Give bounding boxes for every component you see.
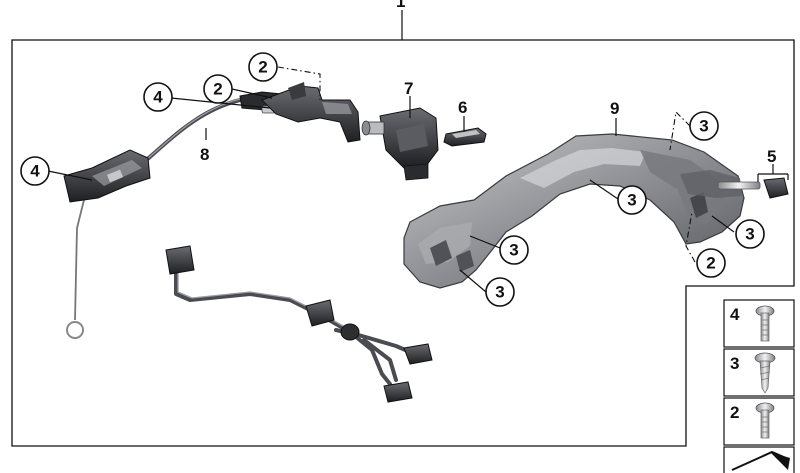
- callout-2: 2: [203, 74, 233, 104]
- svg-text:2: 2: [258, 58, 267, 77]
- svg-text:4: 4: [153, 88, 163, 107]
- arrow-icon: [731, 450, 790, 471]
- label-5: 5: [767, 147, 776, 166]
- cable-assembly: [63, 91, 301, 339]
- pin-and-clip: [717, 177, 789, 199]
- legend-number: 4: [730, 305, 740, 324]
- svg-text:3: 3: [699, 117, 708, 136]
- mounting-bracket: [403, 133, 745, 289]
- callout-2: 2: [248, 52, 278, 82]
- label-8: 8: [200, 145, 209, 164]
- svg-text:3: 3: [495, 283, 504, 302]
- label-6: 6: [458, 98, 467, 117]
- svg-text:2: 2: [706, 254, 715, 273]
- fastener-legend: 4 3 2: [723, 299, 795, 473]
- pull-ring: [66, 321, 84, 339]
- svg-text:2: 2: [213, 80, 222, 99]
- legend-number: 2: [730, 403, 739, 422]
- callout-3: 3: [617, 185, 647, 215]
- diagram-frame: [11, 39, 795, 447]
- svg-text:3: 3: [745, 225, 754, 244]
- svg-text:3: 3: [509, 241, 518, 260]
- latch-bracket: [261, 82, 361, 143]
- callout-3: 3: [689, 111, 719, 141]
- callout-3: 3: [485, 277, 515, 307]
- callout-4: 4: [143, 82, 173, 112]
- svg-text:3: 3: [627, 191, 636, 210]
- legend-number: 3: [730, 354, 739, 373]
- rubber-buffer: [443, 127, 487, 147]
- label-1: 1: [396, 0, 405, 11]
- wiring-harness: [165, 245, 433, 403]
- callout-4: 4: [20, 156, 50, 186]
- actuator-motor: [361, 107, 439, 181]
- screw-icon: [755, 402, 775, 439]
- label-9: 9: [610, 99, 619, 118]
- screw-icon: [755, 305, 775, 342]
- callout-3: 3: [499, 235, 529, 265]
- callout-2: 2: [696, 248, 726, 278]
- callout-3: 3: [735, 219, 765, 249]
- screw-icon: [754, 352, 776, 394]
- svg-text:4: 4: [30, 162, 40, 181]
- label-7: 7: [404, 79, 413, 98]
